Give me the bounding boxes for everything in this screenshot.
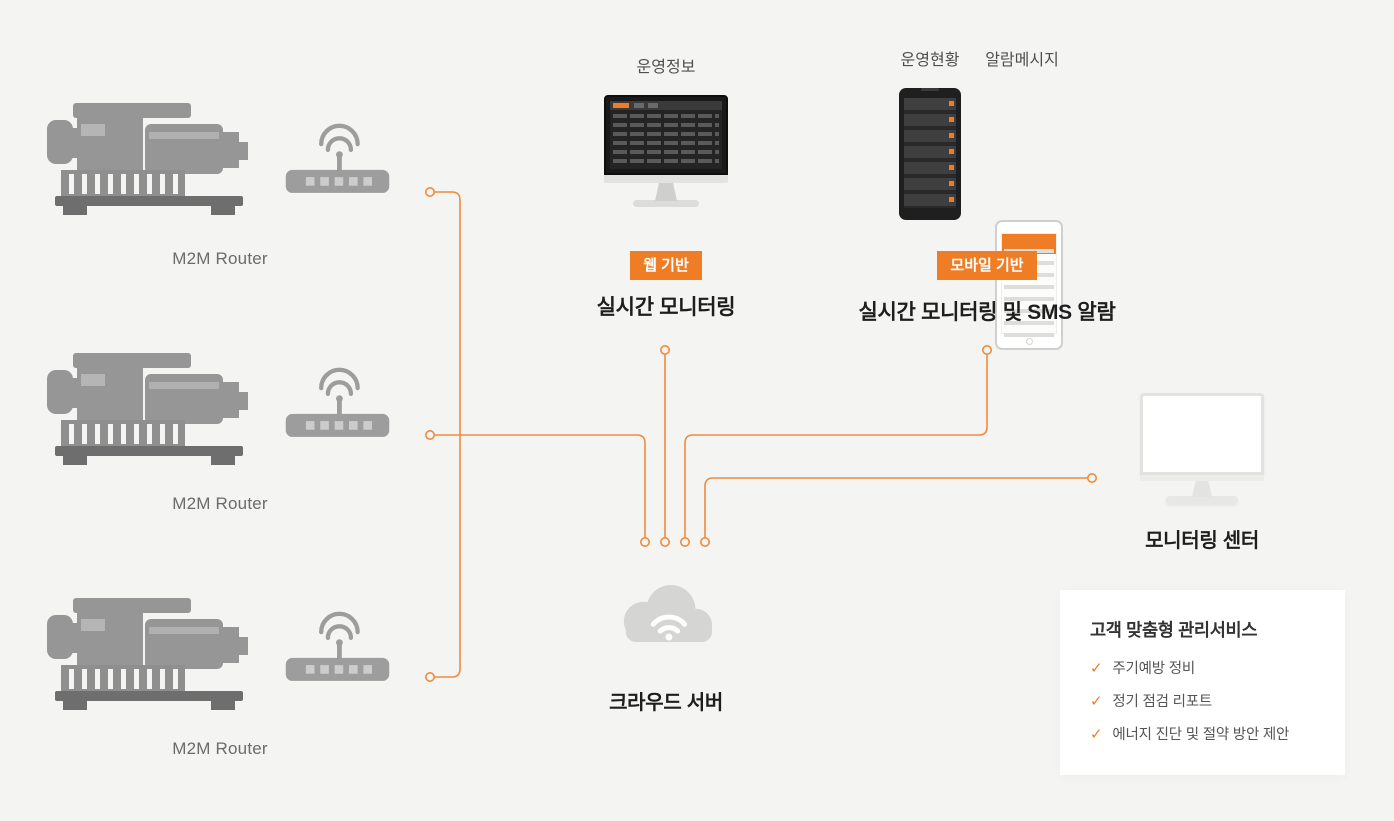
web-monitor-title: 운영정보 bbox=[636, 59, 696, 76]
monitor-base bbox=[633, 200, 699, 207]
m2m-router-icon bbox=[280, 362, 395, 439]
alarm-phone-icon bbox=[995, 220, 1063, 350]
check-icon: ✓ bbox=[1090, 726, 1103, 743]
phone-home-button bbox=[1025, 338, 1033, 345]
phone-speaker bbox=[921, 88, 939, 91]
m2m-router-icon bbox=[280, 118, 395, 195]
phone1-title: 운영현황 bbox=[900, 52, 960, 69]
cloud-caption: 크라우드 서버 bbox=[609, 692, 723, 714]
service-item-label: 정기 점검 리포트 bbox=[1112, 694, 1213, 710]
generator-icon bbox=[45, 100, 250, 215]
dashboard-topbar bbox=[610, 101, 722, 110]
list-item: ✓ 주기예방 정비 bbox=[1090, 659, 1315, 679]
mobile-caption: 실시간 모니터링 및 SMS 알람 bbox=[858, 301, 1116, 324]
monitor-chin bbox=[604, 175, 728, 183]
monitoring-center-screen bbox=[1140, 393, 1264, 475]
web-badge-wrap: 웹 기반 bbox=[566, 251, 766, 280]
service-card-title: 고객 맞춤형 관리서비스 bbox=[1090, 620, 1258, 640]
list-item: ✓ 에너지 진단 및 절약 방안 제안 bbox=[1090, 725, 1315, 745]
monitor-base bbox=[1166, 496, 1238, 504]
mobile-badge: 모바일 기반 bbox=[937, 251, 1037, 280]
wifi-icon bbox=[650, 614, 688, 634]
m2m-router-label: M2M Router bbox=[172, 494, 268, 513]
web-monitor-icon bbox=[604, 95, 728, 207]
web-dashboard-screen bbox=[604, 95, 728, 175]
service-card: 고객 맞춤형 관리서비스 ✓ 주기예방 정비 ✓ 정기 점검 리포트 ✓ 에너지… bbox=[1060, 590, 1345, 775]
monitoring-phone-icon bbox=[899, 88, 961, 220]
phone2-title: 알람메시지 bbox=[985, 52, 1059, 69]
monitoring-center-caption: 모니터링 센터 bbox=[1145, 530, 1259, 552]
generator-icon bbox=[45, 595, 250, 710]
dashboard-table-pattern bbox=[613, 114, 719, 166]
monitoring-center-icon bbox=[1140, 393, 1264, 504]
service-item-label: 에너지 진단 및 절약 방안 제안 bbox=[1112, 727, 1290, 743]
web-badge: 웹 기반 bbox=[630, 251, 702, 280]
dashboard-chip bbox=[634, 103, 644, 108]
monitor-chin bbox=[1140, 475, 1264, 481]
monitor-stand bbox=[655, 183, 677, 201]
dashboard-accent-chip bbox=[613, 103, 629, 108]
phone-status-lights bbox=[949, 101, 954, 205]
dashboard-chip bbox=[648, 103, 658, 108]
m2m-router-label: M2M Router bbox=[172, 739, 268, 758]
generator-icon bbox=[45, 350, 250, 465]
service-item-label: 주기예방 정비 bbox=[1112, 661, 1196, 677]
monitor-stand bbox=[1192, 481, 1212, 497]
web-caption: 실시간 모니터링 bbox=[596, 296, 736, 319]
check-icon: ✓ bbox=[1090, 693, 1103, 710]
list-item: ✓ 정기 점검 리포트 bbox=[1090, 692, 1315, 712]
check-icon: ✓ bbox=[1090, 660, 1103, 677]
cloud-server-icon bbox=[612, 578, 720, 654]
phone-dashboard-screen bbox=[904, 98, 956, 208]
mobile-badge-wrap: 모바일 기반 bbox=[887, 251, 1087, 280]
m2m-router-icon bbox=[280, 606, 395, 683]
m2m-router-label: M2M Router bbox=[172, 249, 268, 268]
